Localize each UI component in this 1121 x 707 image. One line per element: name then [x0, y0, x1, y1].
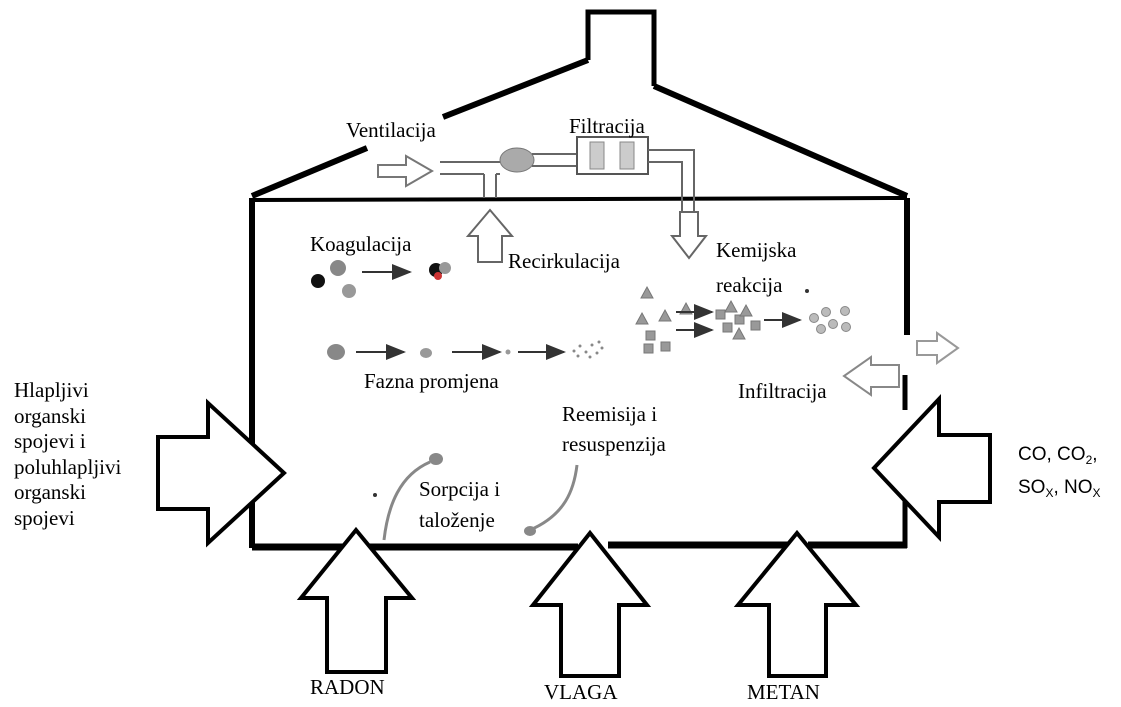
no-subscript: X: [1092, 486, 1101, 500]
particle: [373, 493, 377, 497]
vlaga-arrow: [528, 529, 652, 678]
ventilation-label: Ventilacija: [346, 118, 436, 142]
resuspension-label-line2: resuspenzija: [562, 432, 666, 456]
particle: [330, 260, 346, 276]
metan-arrow: [733, 529, 861, 678]
roof-right: [441, 57, 909, 199]
voc-inflow-arrow: [156, 398, 287, 548]
recirculation-arrow: [465, 208, 515, 263]
filter-element-1: [589, 141, 605, 170]
supply-down-arrow: [669, 211, 709, 260]
co-text: CO, CO: [1018, 444, 1086, 465]
droplet: [327, 344, 345, 360]
voc-line-2: organski: [14, 403, 86, 428]
particle: [439, 262, 451, 274]
products: [809, 306, 851, 334]
particle: [311, 274, 325, 288]
duct-outlet: [648, 149, 695, 212]
roof-left: [250, 145, 369, 199]
co-comma: ,: [1092, 444, 1098, 465]
sorption-label-line1: Sorpcija i: [419, 477, 501, 501]
voc-line-4: poluhlapljivi: [14, 454, 122, 479]
fan: [499, 147, 535, 173]
resuspension-curve: [529, 464, 579, 532]
gas-line-2: SOX, NOX: [1018, 474, 1101, 507]
resuspension-label-line1: Reemisija i: [562, 402, 658, 426]
filter-element-2: [619, 141, 635, 170]
gas-line-1: CO, CO2,: [1018, 441, 1101, 474]
gas-inflow-arrow: [871, 393, 992, 543]
intermediates: [715, 299, 761, 340]
so-subscript: X: [1045, 486, 1054, 500]
reactants: [635, 285, 693, 354]
sorption-label-line2: taloženje: [419, 508, 495, 532]
infiltration-label: Infiltracija: [738, 379, 827, 403]
ceiling-line: [251, 196, 908, 202]
so-text: SO: [1018, 477, 1046, 498]
infiltration-arrow: [842, 355, 900, 397]
ventilation-arrow: [377, 154, 435, 188]
resuspended-particle: [524, 526, 536, 536]
no-text: , NO: [1053, 477, 1093, 498]
particle: [805, 289, 809, 293]
voc-line-3: spojevi i: [14, 429, 86, 453]
voc-line-6: spojevi: [14, 505, 75, 530]
metan-label: METAN: [747, 680, 820, 704]
chemical-reaction-label-line2: reakcija: [716, 273, 783, 297]
voc-line-1: Hlapljivi: [14, 378, 89, 402]
vapor-dots: [572, 340, 604, 359]
co2-subscript: 2: [1085, 453, 1093, 467]
droplet: [505, 349, 511, 355]
recirculation-label: Recirkulacija: [508, 249, 620, 273]
duct-upper: [440, 161, 500, 175]
duct-stem: [483, 174, 497, 198]
droplet: [420, 348, 432, 358]
radon-arrow: [296, 526, 417, 674]
radon-label: RADON: [310, 675, 385, 699]
chemical-reaction-label-line1: Kemijska: [716, 238, 797, 262]
filtration-label: Filtracija: [569, 114, 645, 138]
sorbed-particle: [429, 453, 443, 465]
exfiltration-arrow: [916, 331, 960, 365]
filter-housing: [576, 136, 649, 175]
chimney: [585, 9, 657, 86]
floor: [252, 541, 907, 551]
gas-source-label: CO, CO2, SOX, NOX: [1018, 441, 1101, 507]
coagulation-label: Koagulacija: [310, 232, 412, 256]
voc-line-5: organski: [14, 480, 86, 504]
particle: [434, 272, 442, 280]
phase-change-label: Fazna promjena: [364, 369, 499, 393]
vlaga-label: VLAGA: [544, 680, 618, 704]
particle: [342, 284, 356, 298]
sorption-curve: [382, 460, 431, 541]
voc-source-label: Hlapljivi organski spojevi i poluhlaplji…: [14, 378, 121, 531]
duct-to-filter: [532, 153, 578, 167]
